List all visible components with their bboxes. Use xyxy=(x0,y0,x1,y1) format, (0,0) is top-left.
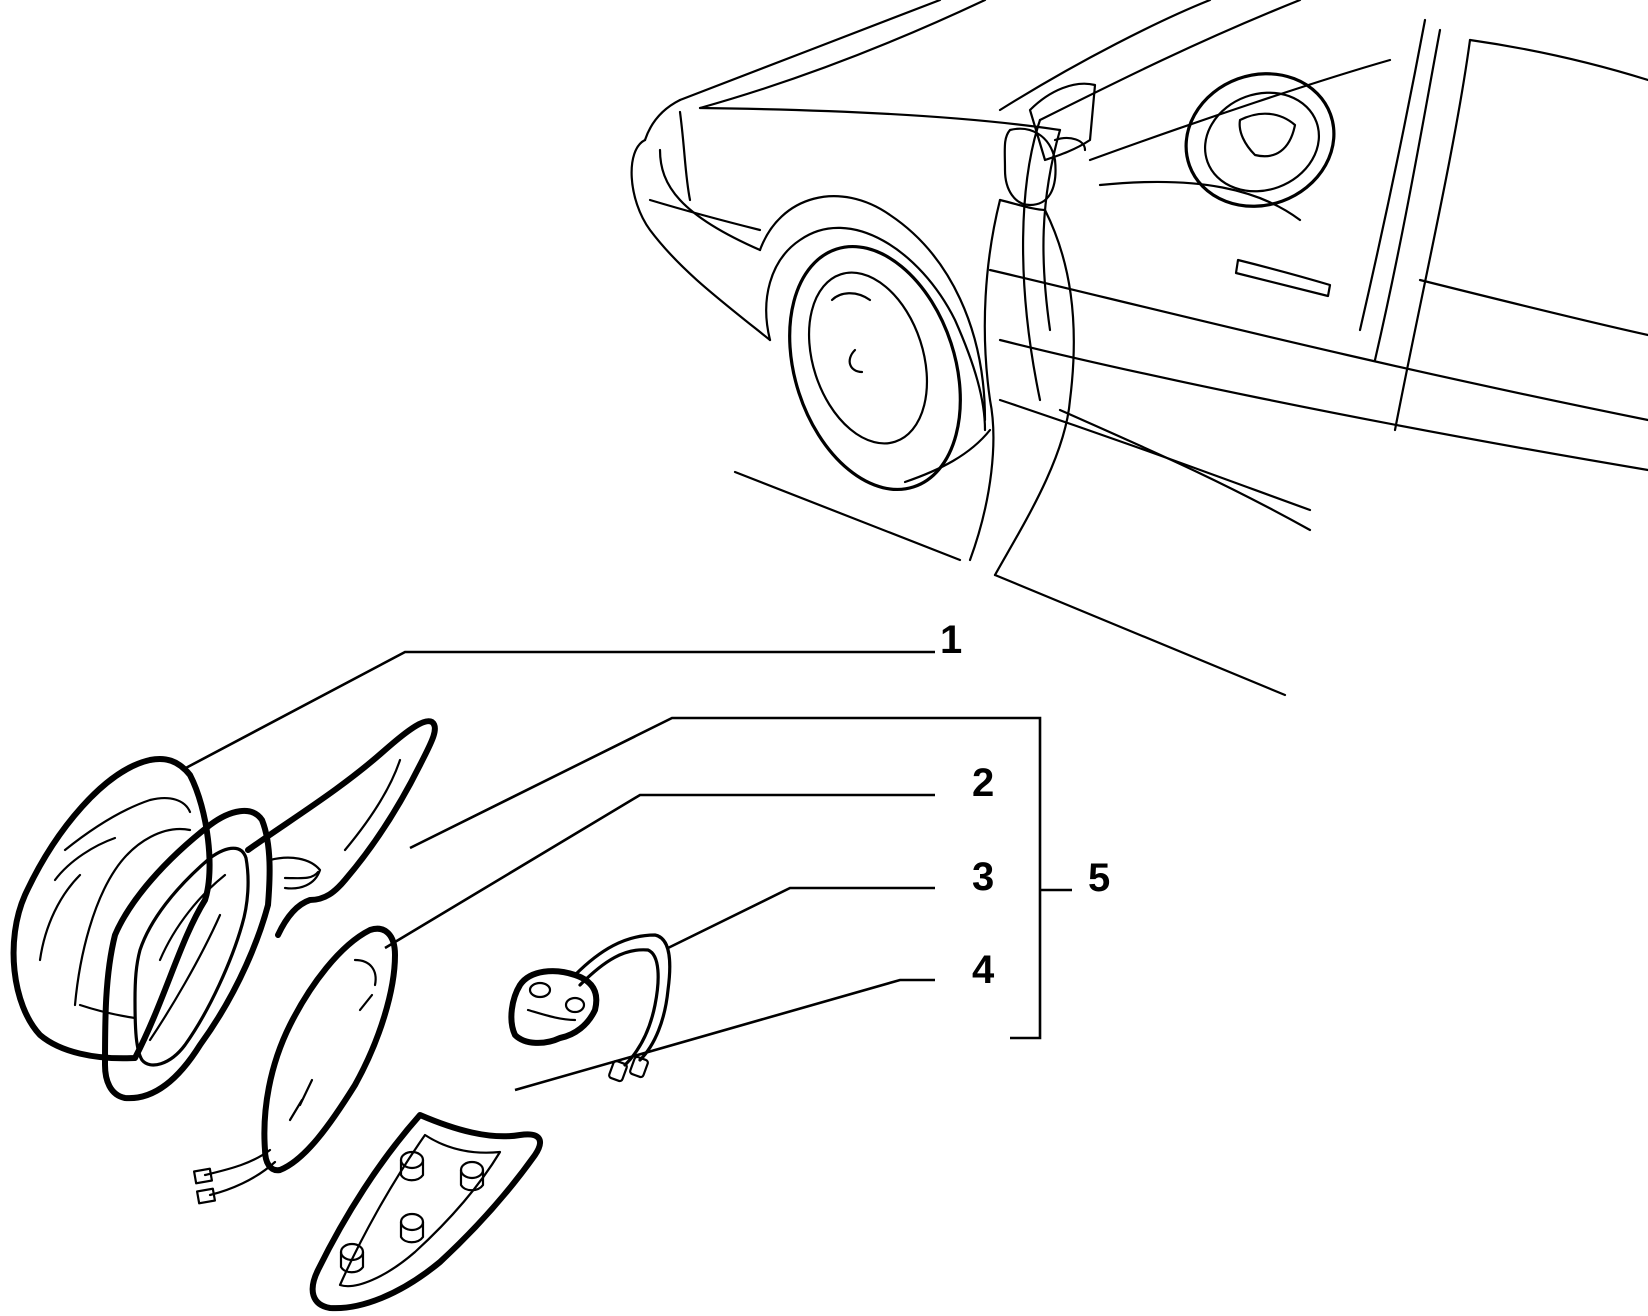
callout-3: 3 xyxy=(972,855,995,899)
leader-lines xyxy=(181,650,1072,1092)
callout-1: 1 xyxy=(940,618,963,662)
callout-5: 5 xyxy=(1088,856,1111,900)
mirror-glass xyxy=(192,925,398,1205)
callout-2: 2 xyxy=(972,761,995,805)
car-illustration xyxy=(630,0,1648,697)
mirror-housing-shell xyxy=(10,755,213,1062)
mirror-body-assembly xyxy=(102,718,438,1102)
mirror-adjustment-motor xyxy=(508,933,672,1083)
mirror-base-cover xyxy=(309,1112,543,1312)
callout-4: 4 xyxy=(972,948,995,992)
